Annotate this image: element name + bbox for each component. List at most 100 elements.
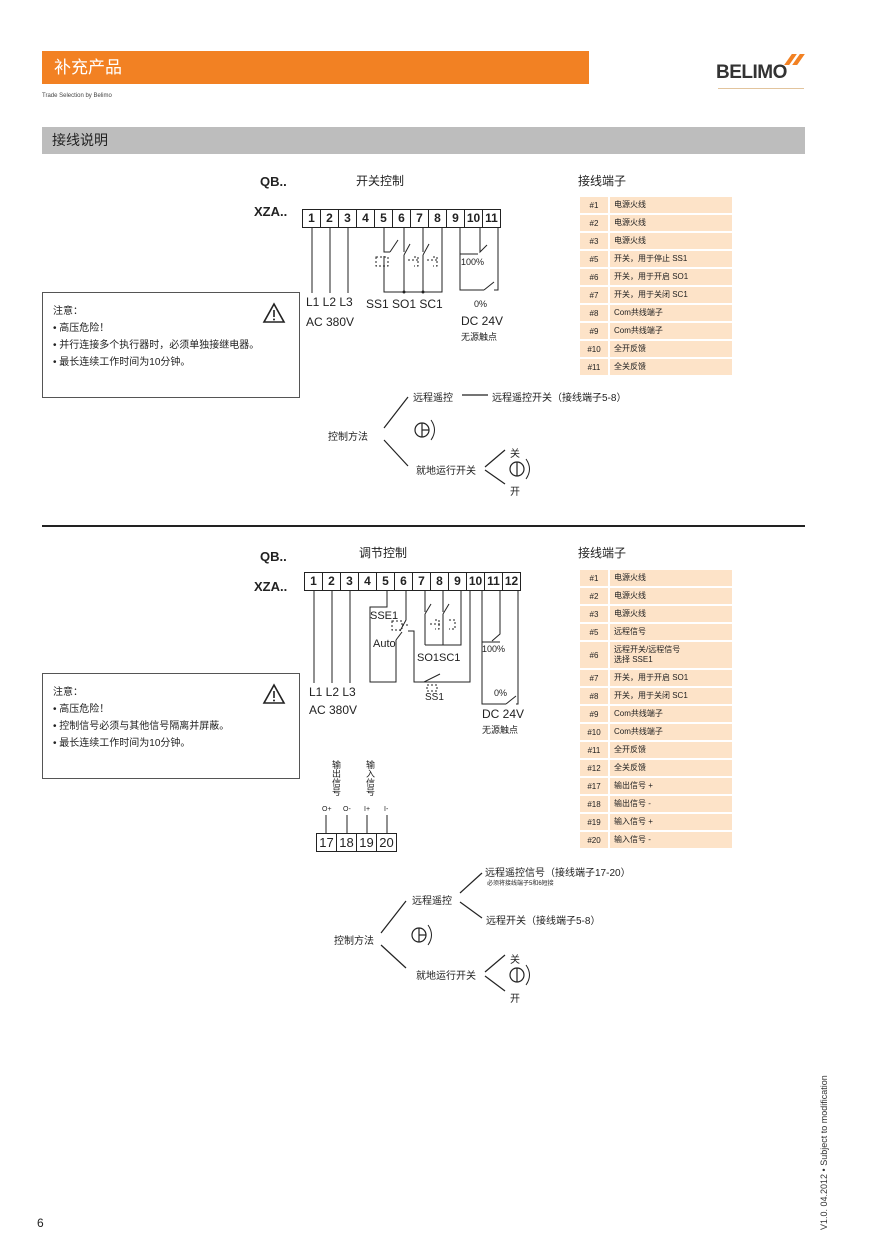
- terminal-9: 9: [449, 573, 467, 590]
- note-item: 最长连续工作时间为10分钟。: [53, 354, 289, 371]
- terminal-1: 1: [305, 573, 323, 590]
- i-plus-label: I+: [364, 806, 371, 813]
- terminal-description: 全关反馈: [610, 359, 732, 377]
- o-plus-label: O+: [322, 806, 332, 813]
- terminal-number: #8: [580, 305, 610, 323]
- model-qb: QB..: [260, 549, 287, 564]
- terminal-table-row: #9 Com共线端子: [580, 706, 732, 724]
- terminal-table-row: #5 远程信号: [580, 624, 732, 642]
- local-switch-icon: [509, 458, 530, 480]
- terminal-description-text: 电源火线: [614, 591, 646, 600]
- terminal-description-text: 输出信号 +: [614, 781, 653, 790]
- terminal-19: 19: [357, 834, 377, 851]
- terminal-number: #12: [580, 760, 610, 778]
- terminal-description: 开关，用于开启 SO1: [610, 269, 732, 287]
- terminal-description: 全开反馈: [610, 341, 732, 359]
- model-qb: QB..: [260, 174, 287, 189]
- remote-control-detail: 远程遥控开关（接线端子5-8）: [492, 393, 627, 404]
- terminal-number: #1: [580, 197, 610, 215]
- terminal-description: Com共线端子: [610, 706, 732, 724]
- terminal-description: 输入信号 -: [610, 832, 732, 850]
- terminal-number: #19: [580, 814, 610, 832]
- terminal-strip: 1 2 3 4 5 6 7 8 9 10 11 12: [304, 572, 521, 591]
- terminal-description-text: Com共线端子: [614, 326, 663, 335]
- terminal-description: 电源火线: [610, 233, 732, 251]
- terminal-number: #10: [580, 341, 610, 359]
- phase-labels: L1 L2 L3: [306, 295, 353, 309]
- terminal-description-text: 电源火线: [614, 609, 646, 618]
- remote-actuator-icon: [414, 419, 435, 441]
- terminal-description: 开关，用于停止 SS1: [610, 251, 732, 269]
- terminal-description-text: 远程开关/远程信号: [614, 645, 681, 654]
- logo-text: BELIMO: [716, 62, 787, 83]
- terminal-description: 远程开关/远程信号选择 SSE1: [610, 642, 732, 670]
- terminal-6: 6: [395, 573, 413, 590]
- o-minus-label: O-: [343, 806, 351, 813]
- terminal-7: 7: [411, 210, 429, 227]
- terminal-number: #3: [580, 606, 610, 624]
- terminal-description-text: 开关，用于开启 SO1: [614, 673, 689, 682]
- terminal-description-text: 全开反馈: [614, 344, 646, 353]
- terminal-description-text: Com共线端子: [614, 709, 663, 718]
- label-0pct: 0%: [474, 299, 488, 309]
- terminal-table-row: #12 全关反馈: [580, 760, 732, 778]
- belimo-logo: BELIMO: [716, 52, 806, 89]
- remote-signal-note: 必须将接线端子5和6短接: [487, 881, 554, 887]
- terminal-number: #5: [580, 624, 610, 642]
- terminal-description-text: 选择 SSE1: [614, 655, 653, 664]
- terminal-number: #3: [580, 233, 610, 251]
- terminal-description: Com共线端子: [610, 724, 732, 742]
- warning-note: 注意： 高压危险！ 控制信号必须与其他信号隔离并屏蔽。 最长连续工作时间为10分…: [42, 673, 300, 779]
- terminal-description-text: Com共线端子: [614, 308, 663, 317]
- terminal-description: 电源火线: [610, 588, 732, 606]
- voltage-label: AC 380V: [309, 703, 358, 717]
- terminal-table-row: #3 电源火线: [580, 233, 732, 251]
- diagram-title: 开关控制: [356, 174, 405, 188]
- close-label: 关: [510, 955, 520, 966]
- note-item: 最长连续工作时间为10分钟。: [53, 735, 289, 752]
- terminal-description: 全开反馈: [610, 742, 732, 760]
- terminal-description: 电源火线: [610, 215, 732, 233]
- terminal-number: #8: [580, 688, 610, 706]
- terminal-2: 2: [321, 210, 339, 227]
- terminal-table-title: 接线端子: [578, 546, 627, 560]
- input-signal-label: 输入信号: [365, 760, 375, 796]
- terminal-description-text: 输出信号 -: [614, 799, 651, 808]
- terminal-3: 3: [341, 573, 359, 590]
- terminal-number: #1: [580, 570, 610, 588]
- terminal-number: #6: [580, 642, 610, 670]
- terminal-description-text: 电源火线: [614, 200, 646, 209]
- dry-contact-label: 无源触点: [461, 332, 498, 342]
- so1sc1-label: SO1SC1: [417, 652, 461, 664]
- remote-control-label: 远程遥控: [413, 393, 453, 404]
- terminal-description-text: 开关，用于开启 SO1: [614, 272, 689, 281]
- warning-note: 注意： 高压危险！ 并行连接多个执行器时，必须单独接继电器。 最长连续工作时间为…: [42, 292, 300, 398]
- terminal-11: 11: [485, 573, 503, 590]
- header-subtitle: Trade Selection by Belimo: [42, 93, 112, 99]
- terminal-description-text: 电源火线: [614, 236, 646, 245]
- terminal-description: 远程信号: [610, 624, 732, 642]
- dc-label: DC 24V: [482, 707, 525, 721]
- terminal-number: #2: [580, 588, 610, 606]
- warning-triangle-icon: [262, 302, 286, 323]
- terminal-number: #9: [580, 706, 610, 724]
- terminal-6: 6: [393, 210, 411, 227]
- phase-labels: L1 L2 L3: [309, 685, 356, 699]
- terminal-number: #11: [580, 359, 610, 377]
- terminal-12: 12: [504, 574, 519, 588]
- terminal-4: 4: [357, 210, 375, 227]
- terminal-description-text: 全关反馈: [614, 763, 646, 772]
- terminal-description-text: 全开反馈: [614, 745, 646, 754]
- terminal-description-text: 远程信号: [614, 627, 646, 636]
- terminal-7: 7: [413, 573, 431, 590]
